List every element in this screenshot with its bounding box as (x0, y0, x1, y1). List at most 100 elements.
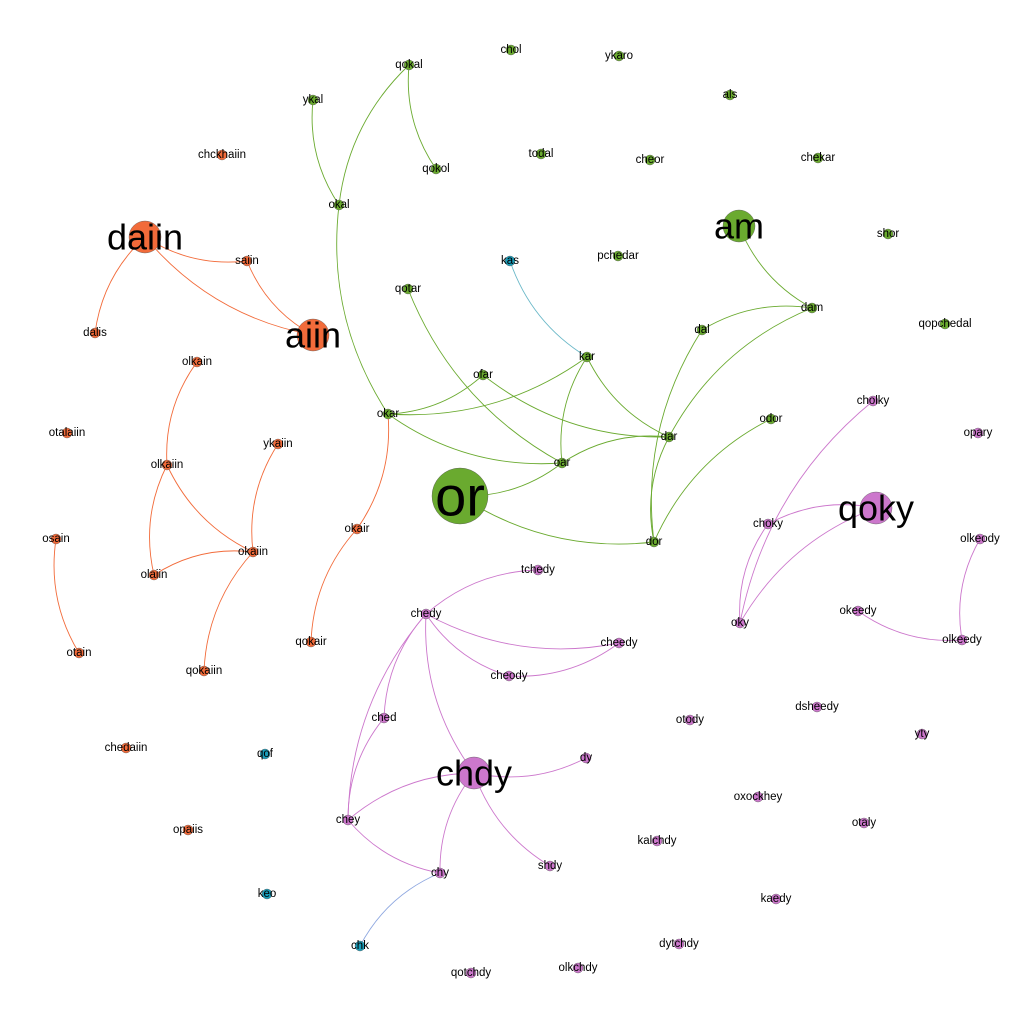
edge-kar-dar (586, 356, 670, 438)
node-oky[interactable] (734, 617, 746, 629)
node-saiin[interactable] (241, 255, 253, 267)
edge-chey-chy (347, 819, 441, 874)
node-als[interactable] (724, 89, 736, 101)
node-pchedar[interactable] (612, 250, 624, 262)
label-olkain: olkain (182, 356, 212, 368)
node-dsheedy[interactable] (811, 701, 823, 713)
label-qokal: qokal (395, 59, 423, 71)
node-chedaiin[interactable] (120, 742, 132, 754)
node-shdy[interactable] (544, 860, 556, 872)
edge-olkaiin-olaiin (149, 464, 168, 576)
label-am: am (714, 206, 764, 247)
node-choky[interactable] (762, 518, 774, 530)
node-or[interactable] (431, 467, 489, 525)
edge-layer (53, 64, 981, 947)
label-olaiin: olaiin (141, 569, 168, 581)
node-dor[interactable] (648, 536, 660, 548)
node-shor[interactable] (882, 228, 894, 240)
node-keo[interactable] (261, 888, 273, 900)
node-otalaiin[interactable] (61, 427, 73, 439)
node-chckhaiin[interactable] (216, 149, 228, 161)
label-dor: dor (646, 536, 663, 548)
node-okaiin[interactable] (247, 546, 259, 558)
node-ofar[interactable] (477, 369, 489, 381)
label-or: or (435, 465, 485, 528)
node-ykal[interactable] (307, 94, 319, 106)
node-okeedy[interactable] (852, 605, 864, 617)
node-osain[interactable] (50, 533, 62, 545)
node-olkeody[interactable] (974, 533, 986, 545)
label-kar: kar (579, 351, 595, 363)
label-qokaiin: qokaiin (186, 665, 222, 677)
node-olaiin[interactable] (148, 569, 160, 581)
label-okair: okair (345, 523, 370, 535)
node-dal[interactable] (696, 324, 708, 336)
edge-okeedy-olkeedy (857, 610, 963, 641)
node-tchedy[interactable] (532, 564, 544, 576)
node-chol[interactable] (505, 44, 517, 56)
node-ykaiin[interactable] (272, 438, 284, 450)
node-dam[interactable] (806, 302, 818, 314)
label-aiin: aiin (285, 315, 341, 356)
node-qokol[interactable] (430, 163, 442, 175)
node-kar[interactable] (581, 351, 593, 363)
node-cheody[interactable] (503, 670, 515, 682)
node-chk[interactable] (354, 940, 366, 952)
node-ched[interactable] (378, 712, 390, 724)
node-okal[interactable] (333, 199, 345, 211)
node-dar[interactable] (663, 431, 675, 443)
node-olkaiin[interactable] (161, 459, 173, 471)
node-qopchedal[interactable] (939, 318, 951, 330)
node-qotar[interactable] (402, 283, 414, 295)
node-yty[interactable] (916, 728, 928, 740)
label-qof: qof (257, 748, 274, 760)
node-am[interactable] (722, 209, 756, 243)
label-ofar: ofar (473, 369, 493, 381)
node-qokair[interactable] (305, 636, 317, 648)
label-choky: choky (753, 518, 783, 530)
node-chy[interactable] (434, 867, 446, 879)
edge-qokal-okal (338, 64, 410, 206)
node-kaedy[interactable] (770, 893, 782, 905)
node-dytchdy[interactable] (673, 938, 685, 950)
node-chedy[interactable] (420, 608, 432, 620)
label-okal: okal (328, 199, 349, 211)
node-okair[interactable] (351, 523, 363, 535)
node-oxockhey[interactable] (752, 791, 764, 803)
node-otain[interactable] (73, 647, 85, 659)
node-qotchdy[interactable] (465, 967, 477, 979)
node-cholky[interactable] (867, 395, 879, 407)
node-layer (50, 44, 986, 979)
node-cheedy[interactable] (613, 637, 625, 649)
node-odor[interactable] (765, 413, 777, 425)
node-okar[interactable] (382, 408, 394, 420)
node-otody[interactable] (684, 714, 696, 726)
node-aiin[interactable] (296, 318, 330, 352)
node-qokaiin[interactable] (198, 665, 210, 677)
label-olkeody: olkeody (960, 533, 1000, 545)
node-todal[interactable] (535, 148, 547, 160)
node-qokal[interactable] (403, 59, 415, 71)
node-cheor[interactable] (644, 154, 656, 166)
node-chey[interactable] (342, 814, 354, 826)
label-ykaro: ykaro (605, 50, 633, 62)
node-dy[interactable] (580, 752, 592, 764)
node-chdy[interactable] (457, 756, 491, 790)
node-opaiis[interactable] (182, 824, 194, 836)
node-kalchdy[interactable] (651, 835, 663, 847)
node-otaly[interactable] (858, 817, 870, 829)
node-daiin[interactable] (128, 220, 162, 254)
edge-ykaiin-okaiin (251, 443, 279, 553)
node-dalis[interactable] (89, 327, 101, 339)
node-qof[interactable] (259, 748, 271, 760)
node-olkchdy[interactable] (572, 962, 584, 974)
node-qoky[interactable] (859, 491, 893, 525)
node-chekar[interactable] (812, 152, 824, 164)
node-olkain[interactable] (191, 356, 203, 368)
label-dal: dal (694, 324, 709, 336)
node-opary[interactable] (972, 427, 984, 439)
node-kas[interactable] (504, 255, 516, 267)
node-oar[interactable] (556, 457, 568, 469)
node-olkeedy[interactable] (956, 634, 968, 646)
node-ykaro[interactable] (613, 50, 625, 62)
